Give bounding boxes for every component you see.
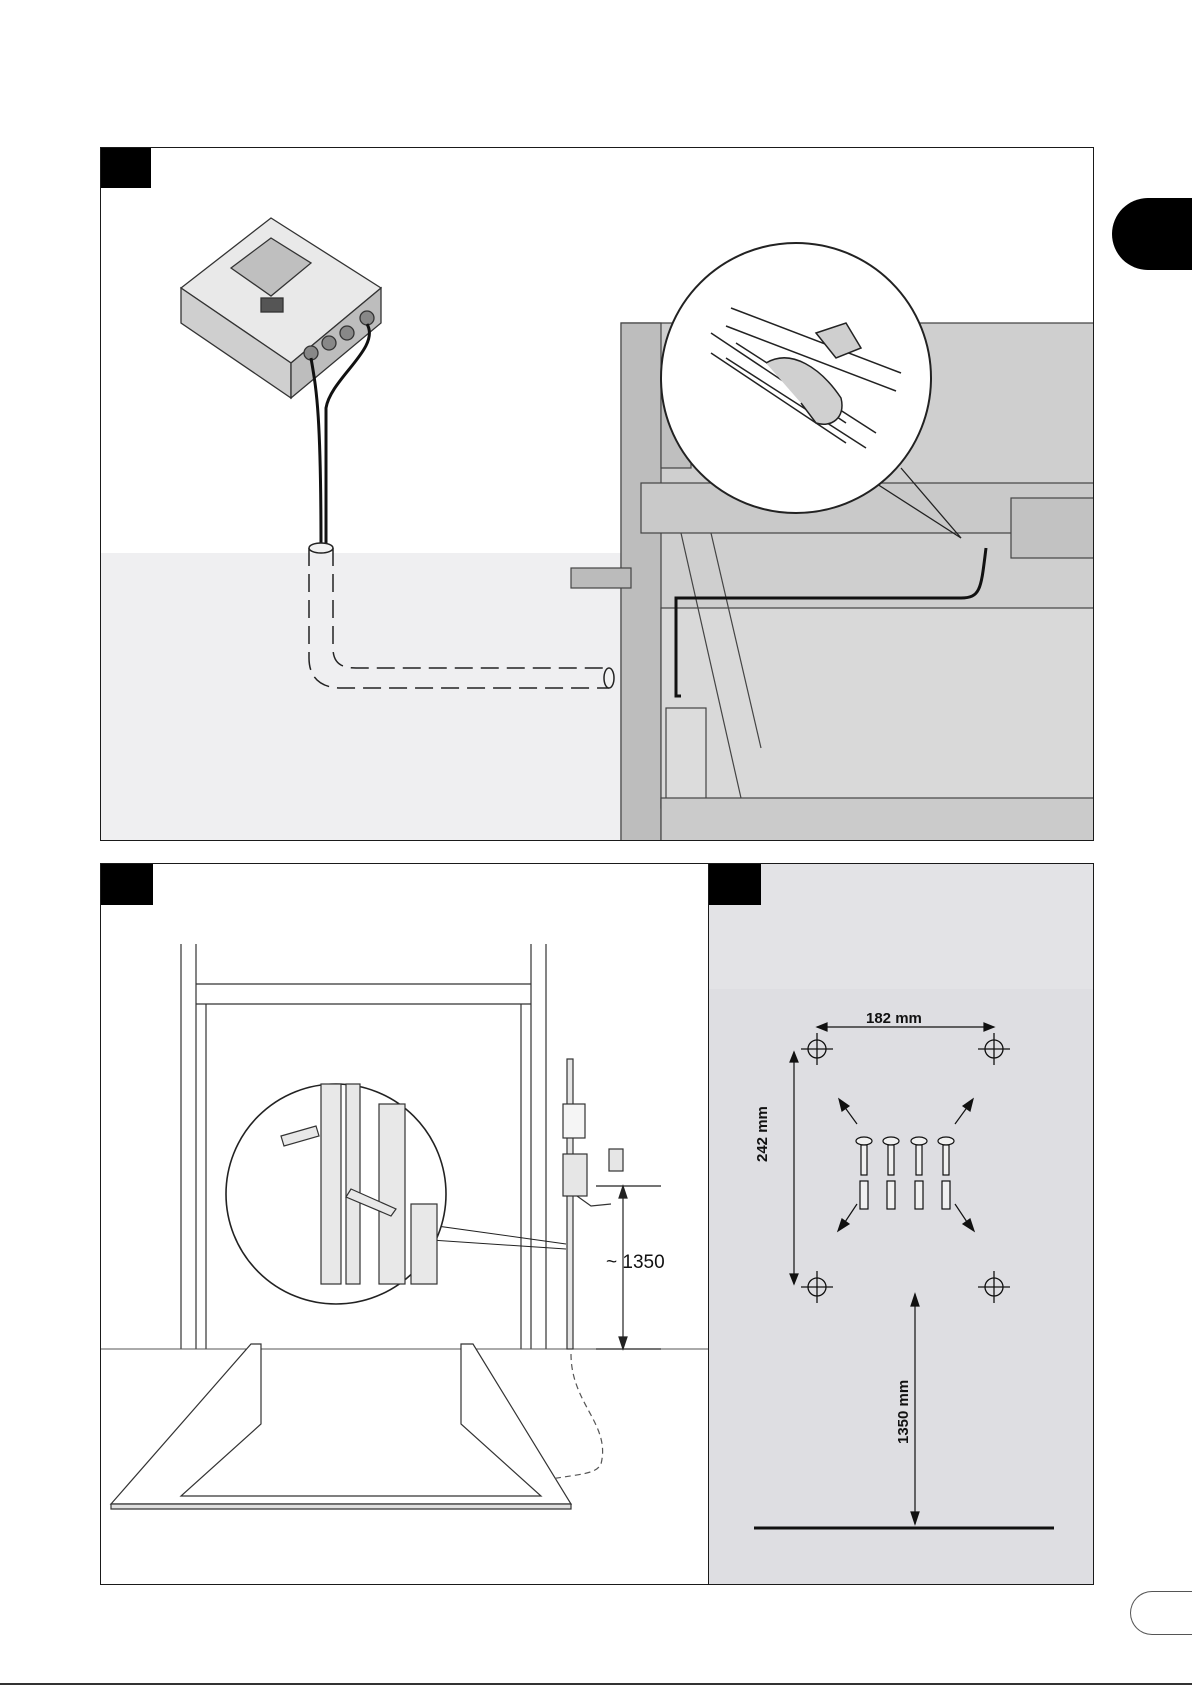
conduit-end (309, 543, 333, 553)
cable-routing-illustration (101, 148, 1094, 841)
figure-cable-routing (100, 147, 1094, 841)
floor-distance-label: 1350 mm (895, 1380, 912, 1444)
height-dimension-label: 242 mm (754, 1106, 771, 1162)
page-number-oval (1130, 1591, 1192, 1635)
floor-pit (111, 1344, 571, 1509)
detail-magnifier (226, 1084, 566, 1304)
language-tab (1112, 198, 1192, 270)
mounted-devices (563, 1059, 623, 1349)
figure-mounting-location: ~ 1350 (100, 863, 709, 1585)
figure-number-tab (101, 864, 153, 905)
inverter-unit (181, 218, 381, 398)
figure-number-tab (101, 148, 151, 188)
figure-drilling-template: 182 mm 242 mm 1350 mm (708, 863, 1094, 1585)
mounting-location-illustration (101, 864, 709, 1585)
wall-area (709, 989, 1094, 1585)
height-dimension-label: ~ 1350 (606, 1252, 665, 1274)
figure-number-tab (709, 864, 761, 905)
drilling-template-illustration (709, 864, 1094, 1585)
underground-conduit (551, 1354, 603, 1479)
conduit-end (604, 668, 614, 688)
width-dimension-label: 182 mm (866, 1010, 922, 1027)
